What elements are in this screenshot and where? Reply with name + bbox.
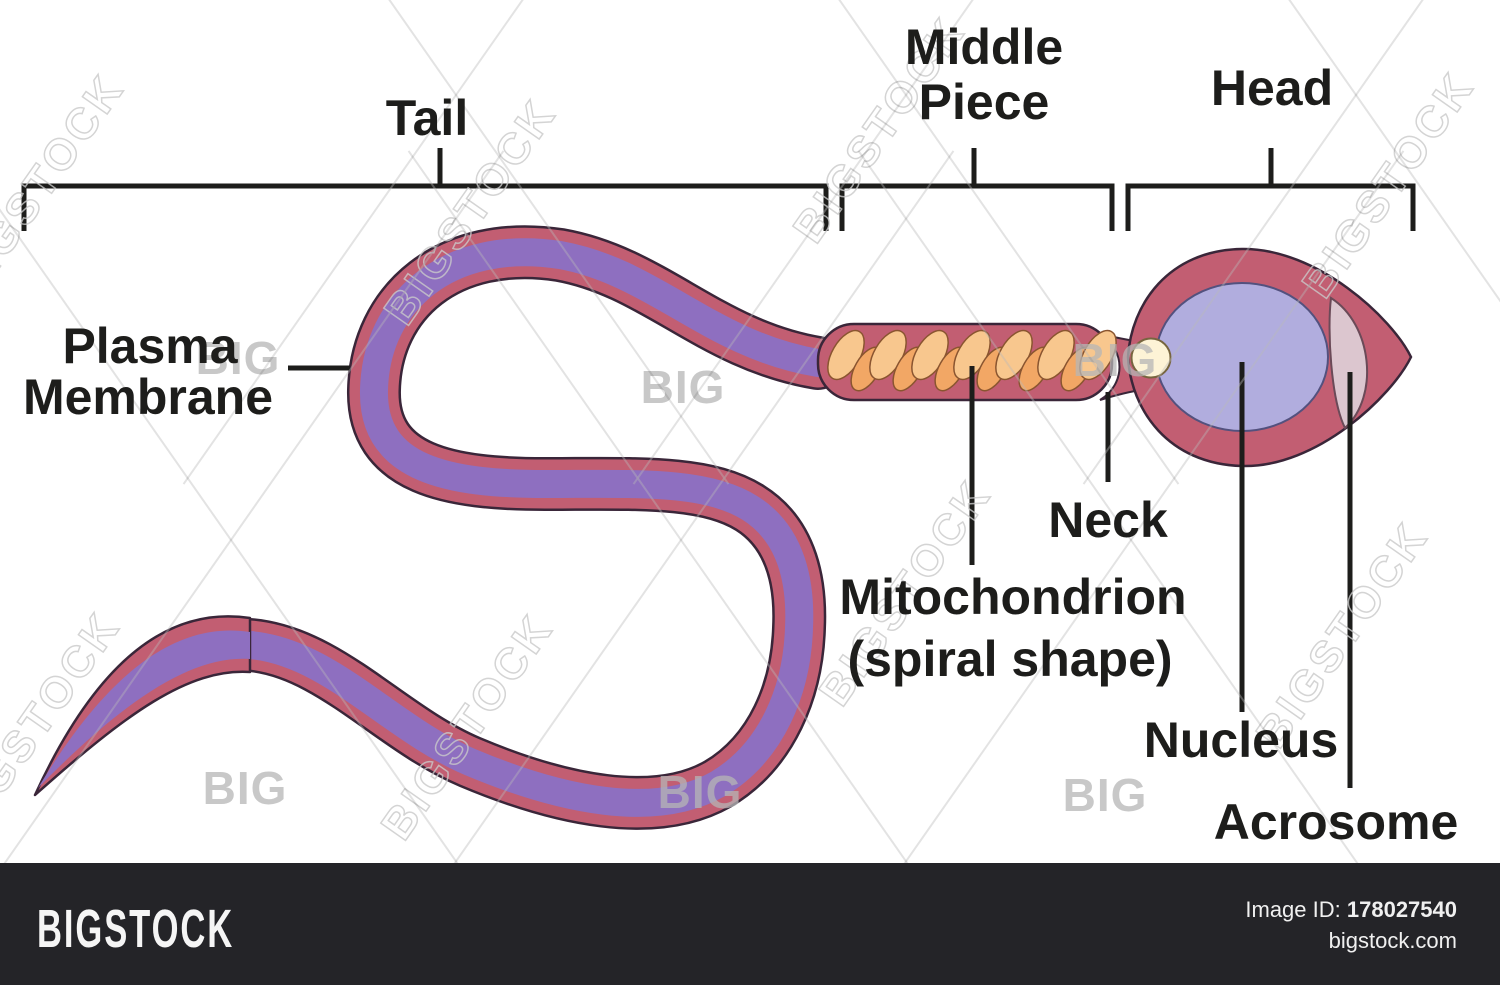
footer-bar xyxy=(0,863,1500,985)
footer-info: Image ID: 178027540 bigstock.com xyxy=(1245,894,1457,956)
region-brackets xyxy=(21,148,1416,231)
plasma-membrane-label-line1: Plasma xyxy=(62,317,238,374)
head-bracket xyxy=(1125,183,1416,231)
head-label: Head xyxy=(1210,59,1334,116)
tail-label: Tail xyxy=(385,89,469,146)
middle-piece-label-line2: Piece xyxy=(918,73,1050,130)
website-text: bigstock.com xyxy=(1328,928,1457,953)
bigstock-logo: BIGSTOCK xyxy=(37,899,235,959)
mitochondrion-label-line2: (spiral shape) xyxy=(847,630,1173,687)
image-id-value: 178027540 xyxy=(1346,897,1457,922)
image-id-line: Image ID: 178027540 xyxy=(1245,894,1457,925)
tail-bracket xyxy=(21,183,829,231)
middle-piece-bracket xyxy=(839,183,1115,231)
neck-label: Neck xyxy=(1048,491,1168,548)
neck-centriole xyxy=(1130,337,1172,379)
nucleus-label: Nucleus xyxy=(1143,711,1339,768)
plasma-membrane-label-line2: Membrane xyxy=(22,368,274,425)
acrosome-label: Acrosome xyxy=(1213,793,1459,850)
middle-piece-label-line1: Middle xyxy=(904,18,1064,75)
image-id-label: Image ID: xyxy=(1245,897,1341,922)
mitochondrion-label-line1: Mitochondrion xyxy=(839,568,1187,625)
